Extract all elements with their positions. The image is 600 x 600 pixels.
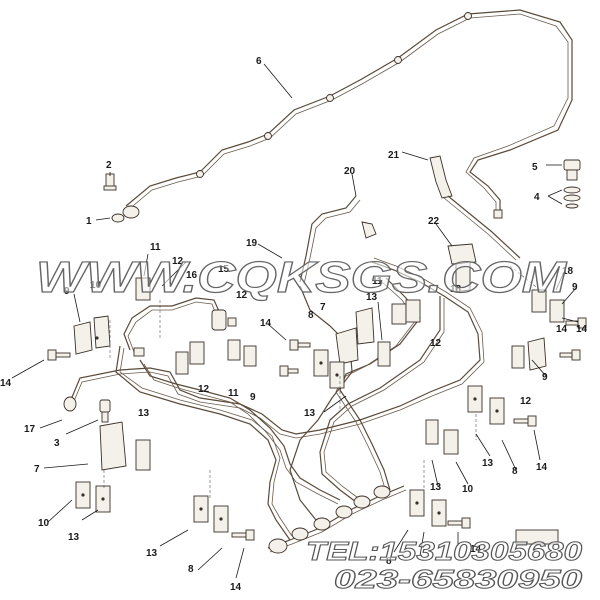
callout-10: 10 xyxy=(38,518,50,529)
leader-lines xyxy=(11,63,579,579)
callout-2: 2 xyxy=(106,160,112,171)
callout-9: 9 xyxy=(64,286,70,297)
callout-12: 12 xyxy=(236,290,248,301)
callout-7: 7 xyxy=(320,302,326,313)
callout-10: 10 xyxy=(462,484,474,495)
callout-8: 8 xyxy=(308,310,314,321)
callout-14: 14 xyxy=(536,462,548,473)
callout-11: 11 xyxy=(372,276,383,287)
callout-22: 22 xyxy=(428,216,440,227)
callout-17: 17 xyxy=(24,424,36,435)
callout-7: 7 xyxy=(34,464,40,475)
callout-8: 8 xyxy=(386,556,392,567)
callout-19: 19 xyxy=(246,238,258,249)
callout-13: 13 xyxy=(146,548,158,559)
callout-14: 14 xyxy=(576,324,588,335)
loop-pipe-20 xyxy=(299,195,377,285)
callout-13: 13 xyxy=(138,408,150,419)
callout-1: 1 xyxy=(86,216,92,227)
callout-14: 14 xyxy=(470,544,482,555)
callout-9: 9 xyxy=(250,392,256,403)
callout-8: 8 xyxy=(188,564,194,575)
callout-5: 5 xyxy=(532,162,538,173)
callout-12: 12 xyxy=(172,256,184,267)
callout-18: 18 xyxy=(450,284,462,295)
callout-labels: 6 2 1 21 5 4 20 22 11 19 12 16 15 9 10 1… xyxy=(0,56,588,593)
callout-20: 20 xyxy=(344,166,356,177)
callout-13: 13 xyxy=(366,292,378,303)
callout-6: 6 xyxy=(256,56,262,67)
callout-8: 8 xyxy=(512,466,518,477)
callout-13: 13 xyxy=(430,482,442,493)
banjo-fitting-1-2 xyxy=(103,173,140,223)
callout-12: 12 xyxy=(520,396,532,407)
callout-14: 14 xyxy=(260,318,272,329)
callout-14: 14 xyxy=(0,378,12,389)
callout-3: 3 xyxy=(54,438,60,449)
callout-9: 9 xyxy=(572,282,578,293)
callout-14: 14 xyxy=(230,582,242,593)
bolts-14 xyxy=(47,317,587,541)
fuel-return-line-6 xyxy=(125,9,573,219)
callout-12: 12 xyxy=(430,338,442,349)
callout-11: 11 xyxy=(150,242,161,253)
callout-12: 12 xyxy=(198,384,210,395)
plug-5-washers-4 xyxy=(563,159,581,209)
callout-13: 13 xyxy=(482,458,494,469)
callout-14: 14 xyxy=(556,324,568,335)
callout-13: 13 xyxy=(304,408,316,419)
watermark-phone-2: 023-65830950 xyxy=(334,564,583,594)
callout-21: 21 xyxy=(388,150,400,161)
bracket-22 xyxy=(447,243,477,293)
callout-15: 15 xyxy=(218,264,230,275)
reference-dashes xyxy=(103,265,541,500)
callout-13: 13 xyxy=(68,532,80,543)
callout-18: 18 xyxy=(562,266,574,277)
callout-10: 10 xyxy=(90,280,102,291)
watermark: WWW.CQKSGS.COM TEL:15310305680 023-65830… xyxy=(35,252,583,594)
clamp-set xyxy=(73,277,565,533)
bracket-21 xyxy=(429,155,521,261)
callout-4: 4 xyxy=(534,192,540,203)
watermark-site: WWW.CQKSGS.COM xyxy=(36,253,568,302)
callout-16: 16 xyxy=(186,270,198,281)
figure-id-box xyxy=(515,529,559,545)
callout-11: 11 xyxy=(228,388,239,399)
callout-9: 9 xyxy=(542,372,548,383)
watermark-phone-1: TEL:15310305680 xyxy=(306,536,583,566)
